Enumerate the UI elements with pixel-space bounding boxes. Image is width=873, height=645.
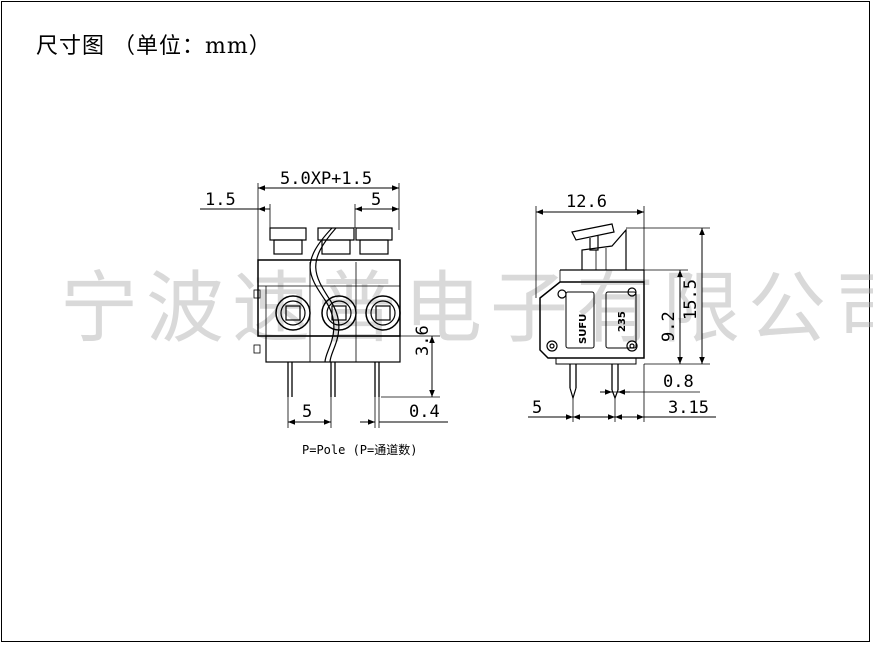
dim-total-height: 15.5 [681,279,701,320]
dim-body-height: 9.2 [659,311,679,342]
dim-pitch-bottom: 5 [302,402,312,422]
dim-pin-thickness: 0.4 [409,402,440,422]
model-marking: 235 [617,311,628,332]
dim-total-width: 5.0XP+1.5 [280,169,372,189]
dim-depth: 12.6 [566,192,607,212]
dim-height: 3.6 [413,325,433,356]
drawing-title: 尺寸图 （单位：mm） [36,34,272,59]
front-view [200,183,448,428]
dim-pitch-top: 5 [371,190,381,210]
pole-note: P=Pole (P=通道数) [302,442,417,457]
side-view [528,206,716,422]
dim-pin-width: 0.8 [663,372,694,392]
brand-marking: SUFU [578,314,589,344]
dim-offset: 1.5 [205,190,236,210]
dim-pin-right: 3.15 [668,398,709,418]
dim-pin-left: 5 [532,398,542,418]
